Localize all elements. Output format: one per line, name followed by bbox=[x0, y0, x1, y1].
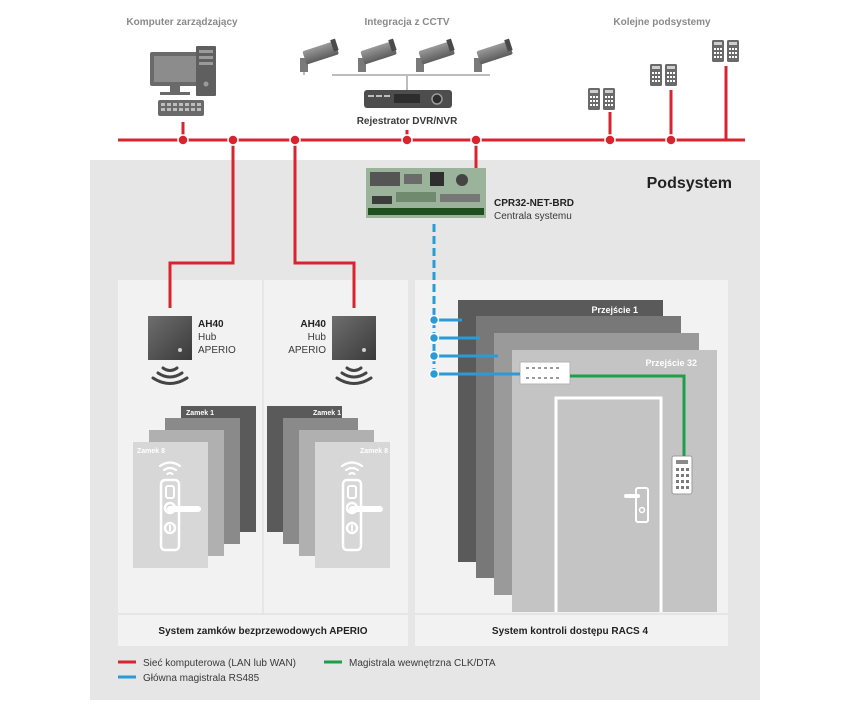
hub-right-line1: Hub bbox=[308, 332, 327, 343]
passage-first-label: Przejście 1 bbox=[591, 305, 638, 315]
legend-item-clk-dta: Magistrala wewnętrzna CLK/DTA bbox=[324, 658, 496, 669]
legend-label-rs485: Główna magistrala RS485 bbox=[143, 673, 260, 684]
legend: Sieć komputerowa (LAN lub WAN) Główna ma… bbox=[118, 658, 496, 684]
lock-stack-right-last-label: Zamek 8 bbox=[360, 448, 388, 455]
dvr-recorder-icon bbox=[364, 90, 452, 108]
controller-board-icon bbox=[366, 168, 486, 218]
cctv-camera-icon bbox=[474, 38, 513, 72]
hub-left-model: AH40 bbox=[198, 319, 224, 330]
hub-right-line2: APERIO bbox=[288, 345, 326, 356]
racs-caption: System kontroli dostępu RACS 4 bbox=[492, 626, 649, 637]
passage-last-label: Przejście 32 bbox=[645, 358, 697, 368]
hub-right-model: AH40 bbox=[300, 319, 326, 330]
clk-dta-bus bbox=[570, 374, 686, 456]
cctv-label: Integracja z CCTV bbox=[364, 17, 449, 28]
subsystems-label: Kolejne podsystemy bbox=[613, 17, 711, 28]
aperio-caption-bar bbox=[118, 614, 408, 646]
cctv-camera-icon bbox=[416, 38, 455, 72]
lock-stack-left-last-label: Zamek 8 bbox=[137, 448, 165, 455]
rs485-bus bbox=[432, 224, 520, 378]
recorder-label: Rejestrator DVR/NVR bbox=[357, 116, 458, 127]
legend-label-clk-dta: Magistrala wewnętrzna CLK/DTA bbox=[349, 658, 496, 669]
aperio-hub-left-icon bbox=[148, 316, 192, 360]
cctv-camera-icon bbox=[300, 38, 339, 72]
lock-stack-left-first-label: Zamek 1 bbox=[186, 410, 214, 417]
subsystem-reader-icon bbox=[588, 88, 615, 110]
legend-item-rs485: Główna magistrala RS485 bbox=[118, 673, 260, 684]
keypad-reader-icon bbox=[671, 455, 693, 495]
subsystem-reader-icon bbox=[650, 64, 677, 86]
racs-caption-bar bbox=[415, 614, 728, 646]
management-computer-icon bbox=[150, 46, 216, 96]
lock-stack-right-first-label: Zamek 1 bbox=[313, 410, 341, 417]
keyboard-icon bbox=[158, 100, 204, 116]
hub-left-line1: Hub bbox=[198, 332, 217, 343]
hub-left-line2: APERIO bbox=[198, 345, 236, 356]
controller-desc: Centrala systemu bbox=[494, 211, 572, 222]
computer-label: Komputer zarządzający bbox=[126, 17, 238, 28]
controller-model: CPR32-NET-BRD bbox=[494, 198, 574, 209]
lock-stack-left bbox=[131, 406, 256, 570]
subsystem-title: Podsystem bbox=[647, 175, 732, 192]
aperio-hub-right-icon bbox=[332, 316, 376, 360]
cctv-camera-icon bbox=[358, 38, 397, 72]
subsystem-reader-icon bbox=[712, 40, 739, 62]
legend-label-lan: Sieć komputerowa (LAN lub WAN) bbox=[143, 658, 296, 669]
door-icon bbox=[554, 396, 663, 612]
legend-item-lan: Sieć komputerowa (LAN lub WAN) bbox=[118, 658, 296, 669]
access-controller-module-icon bbox=[519, 361, 571, 385]
aperio-caption: System zamków bezprzewodowych APERIO bbox=[158, 626, 367, 637]
lock-stack-right bbox=[267, 406, 392, 570]
